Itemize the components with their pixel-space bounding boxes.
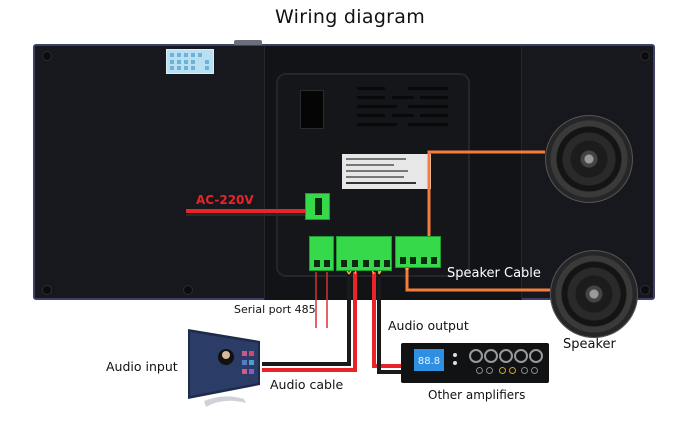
vent-slot: [420, 114, 448, 117]
vent-slot: [357, 87, 385, 90]
speaker-label: Speaker: [563, 337, 616, 352]
amplifier-display: 88.8: [414, 349, 444, 371]
panel-top-tab: [234, 40, 262, 45]
vent-slot: [392, 96, 414, 99]
speaker-cable-label: Speaker Cable: [447, 266, 541, 281]
audio-output-label: Audio output: [388, 318, 469, 333]
knob-icon: [484, 349, 498, 363]
vent-slot: [408, 105, 448, 108]
speaker-cable-bottom: [405, 268, 550, 292]
screw-icon: [183, 285, 193, 295]
knob-icon: [499, 349, 513, 363]
knob-icon: [529, 349, 543, 363]
knob-icon: [514, 349, 528, 363]
audio-cable-label: Audio cable: [270, 377, 344, 392]
vent-slot: [408, 87, 448, 90]
diagram-title: Wiring diagram: [274, 6, 426, 28]
qr-sticker: [166, 49, 214, 74]
vent-slot: [420, 96, 448, 99]
audio-cable-black-a: [262, 272, 351, 366]
vent-slot: [357, 105, 397, 108]
audio-cable-black-b: [377, 272, 402, 374]
screw-icon: [640, 285, 650, 295]
amplifier: 88.8: [401, 343, 549, 383]
ethernet-port: [300, 90, 324, 129]
vent-slot: [357, 96, 385, 99]
ceiling-speaker-top: [545, 115, 633, 203]
audio-input-label: Audio input: [106, 359, 178, 374]
tv-icon: [188, 329, 260, 407]
audio-terminal-block: [336, 236, 392, 271]
serial-port-label: Serial port 485: [234, 303, 316, 316]
rs485-terminal-block: [309, 236, 334, 271]
audio-cable-red-b: [372, 272, 402, 368]
vent-slot: [408, 123, 448, 126]
vent-slot: [357, 123, 397, 126]
device-spec-label: [342, 154, 431, 189]
audio-cable-red-a: [262, 272, 357, 372]
speaker-cable-top: [427, 150, 545, 248]
screw-icon: [640, 51, 650, 61]
speaker-terminal-block: [395, 236, 441, 268]
vent-slot: [392, 114, 414, 117]
screw-icon: [42, 285, 52, 295]
ac-power-terminal: [305, 193, 330, 220]
ceiling-speaker-bottom: [550, 250, 638, 338]
screw-icon: [42, 51, 52, 61]
other-amplifiers-label: Other amplifiers: [428, 388, 526, 402]
vent-slot: [357, 114, 385, 117]
ac-power-label: AC-220V: [196, 193, 254, 207]
knob-icon: [469, 349, 483, 363]
